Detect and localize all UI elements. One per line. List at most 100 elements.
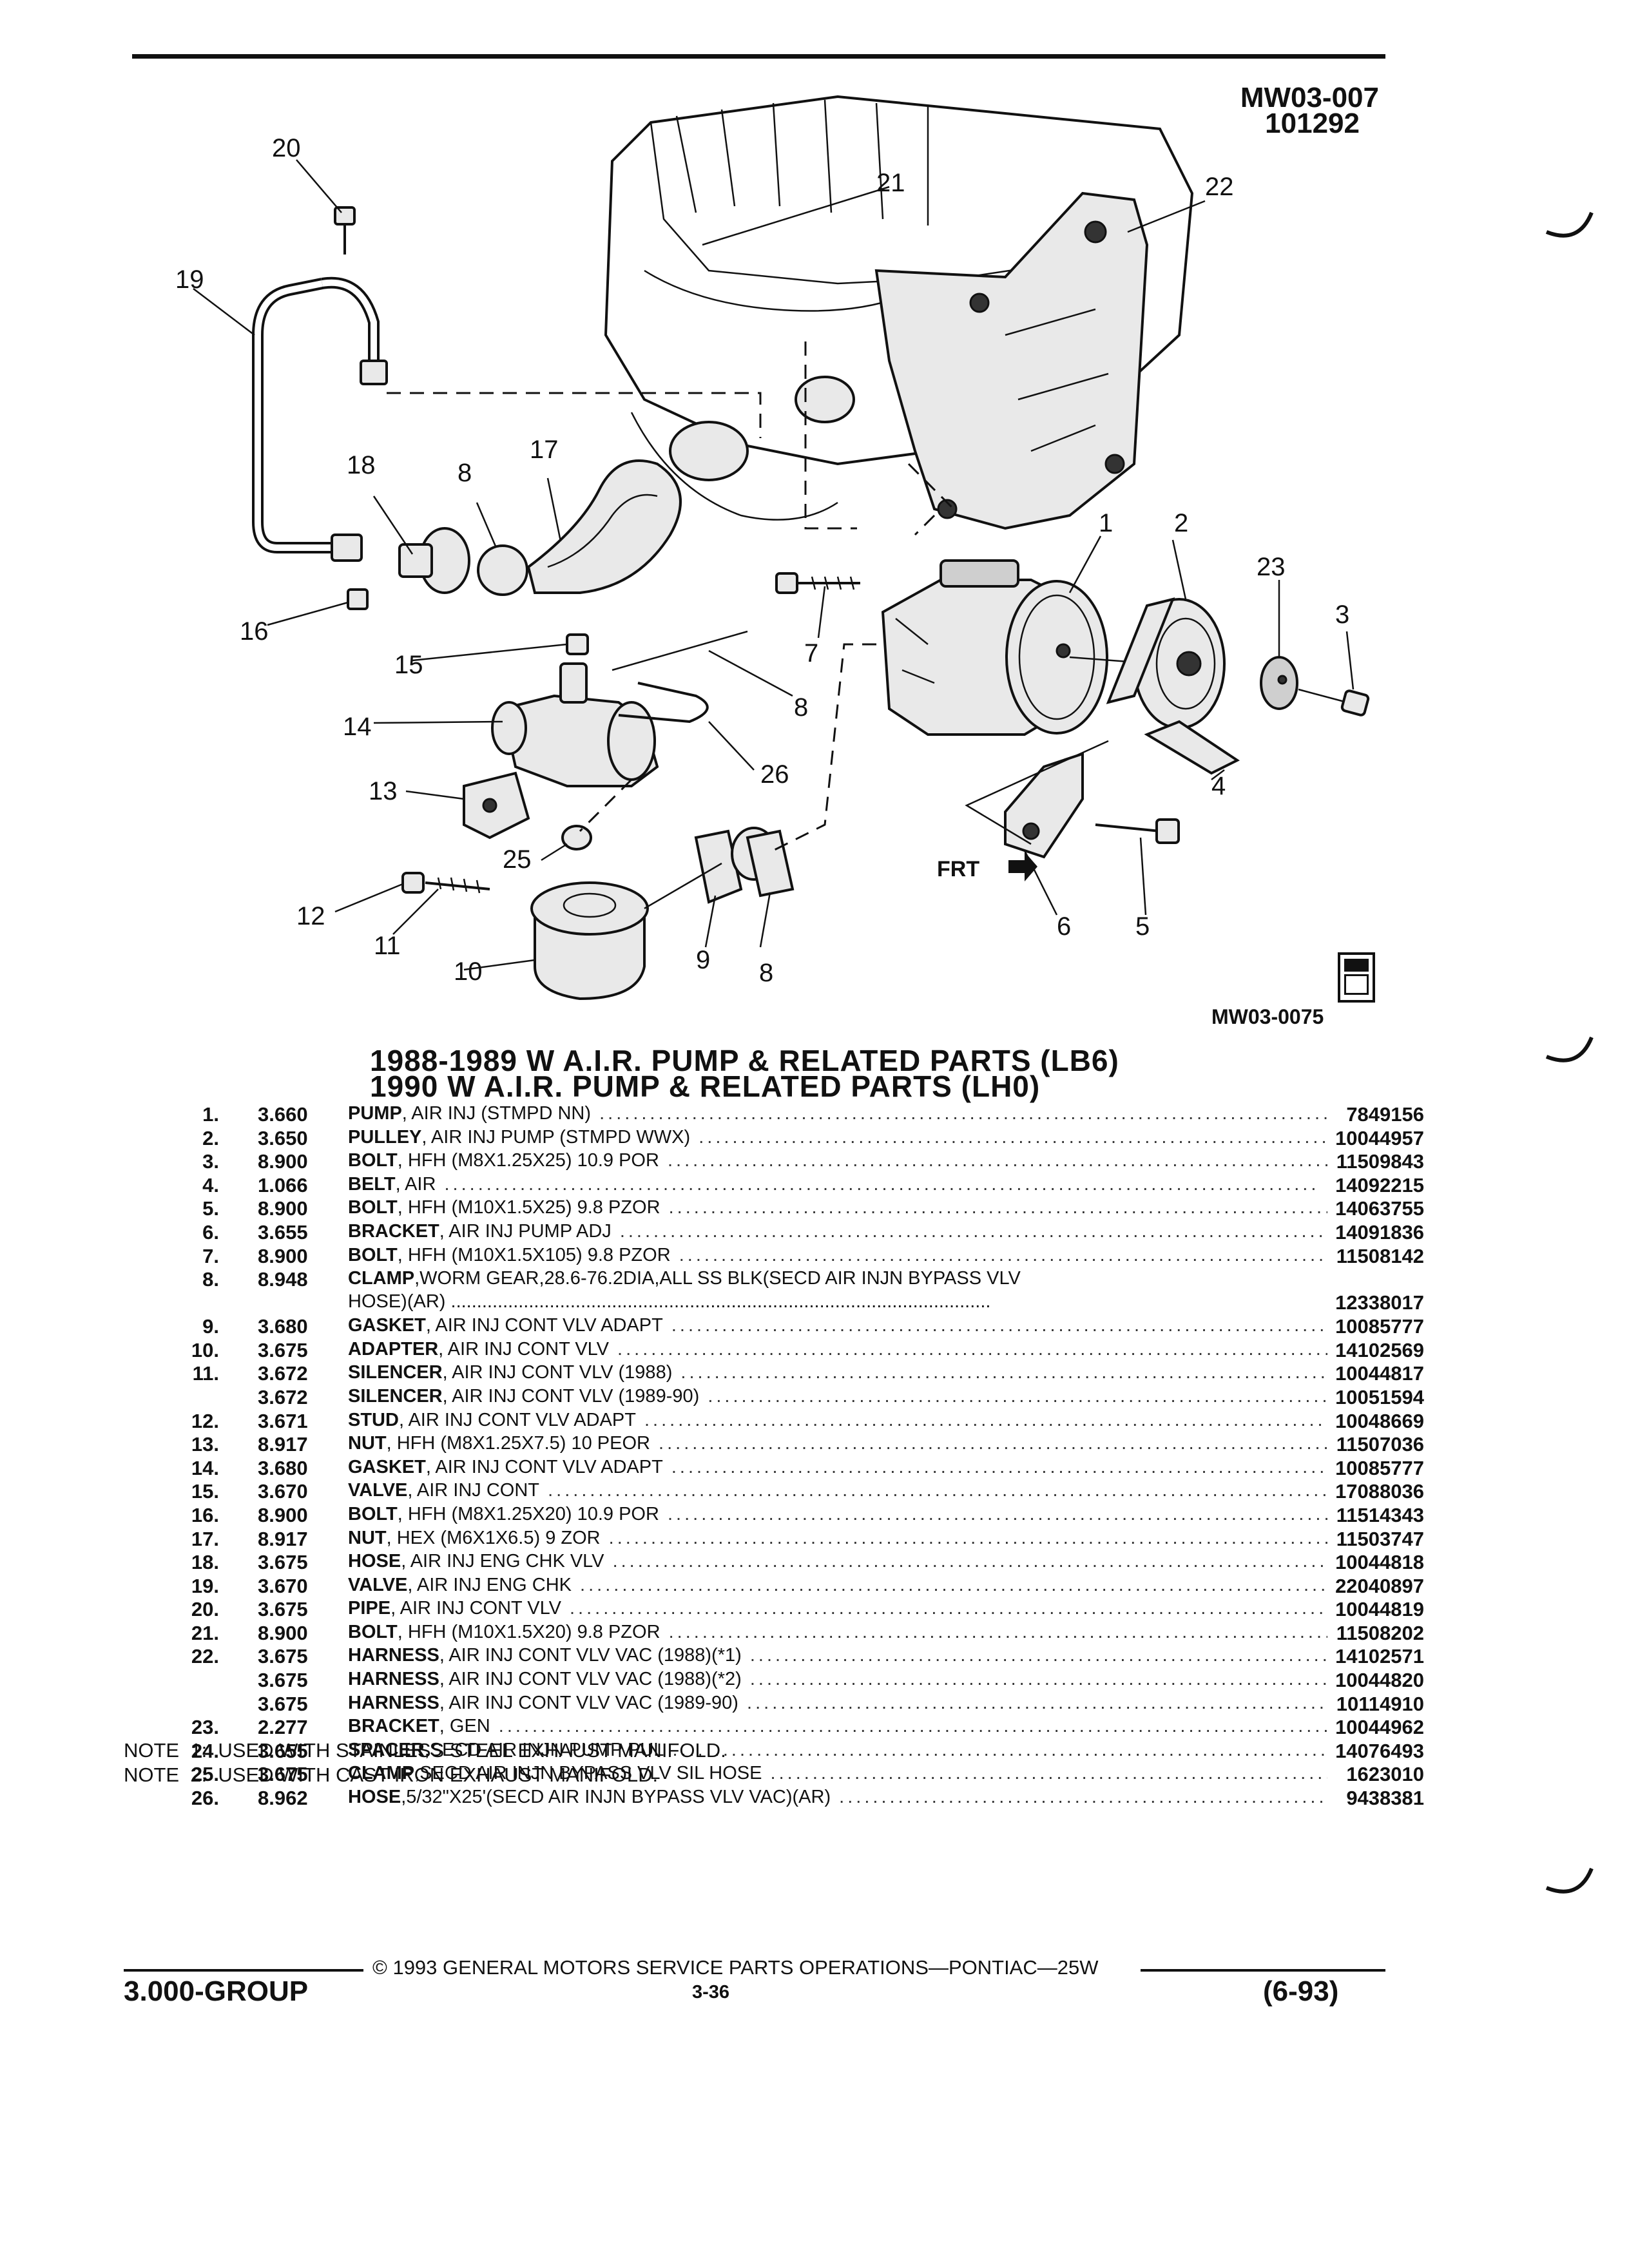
part-description: SILENCER, AIR INJ CONT VLV (1989-90) ...…: [348, 1385, 1327, 1407]
check-valve-icon: [398, 459, 682, 596]
control-valve-icon: [463, 633, 659, 840]
part-detail: , HFH (M10X1.5X25) 9.8 PZOR: [397, 1197, 660, 1218]
part-description: BOLT, HFH (M10X1.5X105) 9.8 PZOR .......…: [348, 1244, 1327, 1265]
part-ref-number: 5.: [202, 1197, 219, 1220]
part-description: ADAPTER, AIR INJ CONT VLV ..............…: [348, 1338, 1327, 1360]
callout-leader-lines: [193, 159, 1354, 971]
callout-20: 19: [175, 265, 204, 294]
part-description: HOSE, AIR INJ ENG CHK VLV ..............…: [348, 1551, 1327, 1572]
footer-rule-right: [1141, 1969, 1385, 1972]
callout-13: 12: [296, 902, 325, 930]
part-description: GASKET, AIR INJ CONT VLV ADAPT .........…: [348, 1315, 1327, 1336]
callout-15: 14: [343, 713, 372, 741]
part-ref-number: 15.: [191, 1480, 219, 1503]
part-number: 10085777: [1335, 1315, 1424, 1338]
part-group-number: 3.680: [258, 1315, 308, 1338]
part-group-number: 3.650: [258, 1126, 308, 1149]
part-name: SILENCER: [348, 1385, 443, 1407]
callout-19: 18: [347, 451, 376, 479]
part-group-number: 3.675: [258, 1692, 308, 1715]
part-number: 11503747: [1336, 1527, 1424, 1550]
part-ref-number: 25.: [191, 1763, 219, 1786]
part-detail: , HFH (M8X1.25X7.5) 10 PEOR: [386, 1433, 650, 1454]
part-description: PULLEY, AIR INJ PUMP (STMPD WWX) .......…: [348, 1126, 1327, 1148]
part-description: BOLT, HFH (M10X1.5X25) 9.8 PZOR ........…: [348, 1197, 1327, 1218]
part-group-number: 3.670: [258, 1574, 308, 1597]
part-name: PUMP: [348, 1103, 402, 1124]
gm-spo-logo-icon: [1338, 952, 1375, 1003]
callout-10: 9: [696, 946, 711, 974]
notes: NOTE 1: USED WITH STAINLESS STEEL EXHAUS…: [124, 1738, 726, 1787]
part-group-number: 8.962: [258, 1787, 308, 1810]
part-detail: ,SECD AIR INJN PUMP PUL: [424, 1739, 664, 1760]
part-number: 10051594: [1335, 1385, 1424, 1408]
part-description: PIPE, AIR INJ CONT VLV .................…: [348, 1598, 1327, 1619]
vacuum-hose-icon: [618, 682, 709, 724]
part-detail: , AIR INJ CONT VLV (1989-90): [442, 1385, 700, 1407]
part-detail: , HFH (M10X1.5X20) 9.8 PZOR: [397, 1621, 660, 1642]
part-group-number: 3.675: [258, 1669, 308, 1692]
part-number: 10044817: [1335, 1362, 1424, 1385]
injection-pipe-icon: [252, 206, 388, 562]
footer-rule-left: [124, 1969, 363, 1972]
callout-6: 6: [1057, 912, 1072, 941]
part-name: PULLEY: [348, 1126, 422, 1148]
callout-8-upper: 8: [458, 459, 472, 487]
part-description: STUD, AIR INJ CONT VLV ADAPT ...........…: [348, 1409, 1327, 1430]
part-name: HOSE: [348, 1787, 401, 1808]
part-number: 10044962: [1335, 1716, 1424, 1739]
part-description: VALVE, AIR INJ CONT ....................…: [348, 1480, 1327, 1501]
part-name: BOLT: [348, 1503, 398, 1524]
part-description: HARNESS, AIR INJ CONT VLV VAC (1989-90) …: [348, 1692, 1327, 1713]
part-ref-number: 7.: [202, 1244, 219, 1267]
exploded-parts-diagram: [193, 95, 1370, 1001]
part-description: BRACKET, GEN ...........................…: [348, 1716, 1327, 1737]
callout-17: 16: [240, 617, 269, 646]
page-title-line-1: 1988-1989 W A.I.R. PUMP & RELATED PARTS …: [370, 1044, 1119, 1077]
part-name: PIPE: [348, 1598, 391, 1619]
callout-8-lower: 8: [794, 693, 809, 722]
part-group-number: 3.672: [258, 1362, 308, 1385]
part-ref-number: 9.: [202, 1315, 219, 1338]
part-detail: , AIR INJ CONT VLV ADAPT: [425, 1315, 663, 1336]
part-name: STUD: [348, 1409, 399, 1430]
part-detail: , AIR INJ ENG CHK: [407, 1574, 572, 1595]
parts-row: 3.675 HARNESS, AIR INJ CONT VLV VAC (1989…: [129, 1693, 1424, 1716]
part-description: NUT, HFH (M8X1.25X7.5) 10 PEOR .........…: [348, 1433, 1327, 1454]
engine-block-outline: [604, 95, 1194, 521]
part-detail: , AIR INJ ENG CHK VLV: [401, 1551, 604, 1572]
part-number: 10048669: [1335, 1409, 1424, 1432]
part-description: BELT, AIR ..............................…: [348, 1173, 1320, 1195]
part-name: BOLT: [348, 1150, 398, 1171]
callout-1: 1: [1099, 509, 1113, 537]
callout-11: 10: [454, 957, 483, 986]
part-name: BRACKET: [348, 1716, 439, 1737]
part-ref-number: 16.: [191, 1503, 219, 1526]
part-name: BRACKET: [348, 1220, 439, 1242]
part-number: 17088036: [1335, 1480, 1424, 1503]
top-rule: [132, 54, 1385, 59]
part-name: SILENCER: [348, 1362, 443, 1383]
part-detail: , AIR INJ CONT: [407, 1480, 540, 1501]
callout-9: 8: [759, 959, 774, 987]
part-name: HARNESS: [348, 1669, 439, 1690]
callout-3: 3: [1335, 601, 1350, 629]
illustration-code: MW03-007: [1240, 82, 1379, 113]
part-detail: , HFH (M10X1.5X105) 9.8 PZOR: [397, 1244, 671, 1265]
part-group-number: 3.660: [258, 1103, 308, 1126]
part-detail: , AIR INJ PUMP ADJ: [439, 1220, 612, 1242]
part-detail: , AIR INJ CONT VLV VAC (1989-90): [439, 1692, 738, 1713]
part-group-number: 2.277: [258, 1716, 308, 1739]
part-number: 10044957: [1335, 1126, 1424, 1149]
part-ref-number: 8.: [202, 1268, 219, 1291]
callout-5: 5: [1135, 912, 1150, 941]
callout-26: 26: [760, 760, 789, 789]
diagram-code: MW03-0075: [1211, 1005, 1324, 1028]
